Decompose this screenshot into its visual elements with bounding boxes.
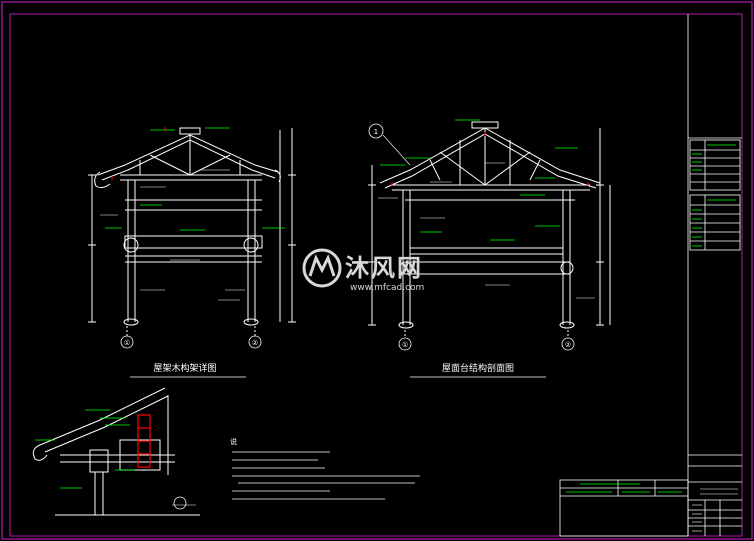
axis-bubble-left-b	[248, 335, 262, 349]
axis-label-left-b: ②	[252, 339, 258, 347]
detail-callout-bubble	[368, 123, 384, 139]
axis-bubble-right-a	[398, 337, 412, 351]
left-section-annotations	[105, 127, 285, 231]
notes-lines	[232, 451, 420, 500]
mf-logo-icon	[302, 248, 342, 288]
eave-detail-drawing	[32, 387, 200, 516]
notes-heading: 说	[230, 437, 237, 446]
axis-label-right-b: ②	[565, 341, 571, 349]
bottom-title-bar-marks	[566, 483, 682, 493]
axis-bubble-right-b	[561, 337, 575, 351]
left-section-drawing	[88, 127, 296, 336]
watermark-url: www.mfcad.com	[350, 283, 424, 293]
title-block-column	[687, 14, 742, 536]
eave-detail-annotations	[35, 409, 135, 489]
axis-label-left-a: ①	[124, 339, 130, 347]
title-block-text-marks	[692, 144, 736, 247]
eave-detail-bubble	[173, 496, 187, 510]
detail-callout-leader	[382, 134, 411, 166]
right-section-red-marks	[391, 132, 589, 186]
right-section-labels	[378, 162, 595, 299]
left-drawing-title: 屋架木构架详图	[153, 362, 216, 374]
watermark: 沐风网 www.mfcad.com	[302, 248, 424, 293]
watermark-brand: 沐风网	[345, 254, 423, 282]
axis-label-right-a: ①	[402, 341, 408, 349]
right-section-annotations	[380, 119, 578, 241]
bottom-title-bar	[559, 479, 689, 537]
title-block-project-name	[692, 488, 738, 532]
right-drawing-title: 屋面台结构剖面图	[442, 362, 514, 374]
left-section-red-marks	[111, 127, 166, 180]
right-section-drawing	[368, 121, 611, 338]
axis-bubble-left-a	[120, 335, 134, 349]
left-section-labels	[100, 169, 245, 301]
detail-callout-number: 1	[374, 128, 378, 136]
eave-detail-red-column	[137, 414, 151, 468]
